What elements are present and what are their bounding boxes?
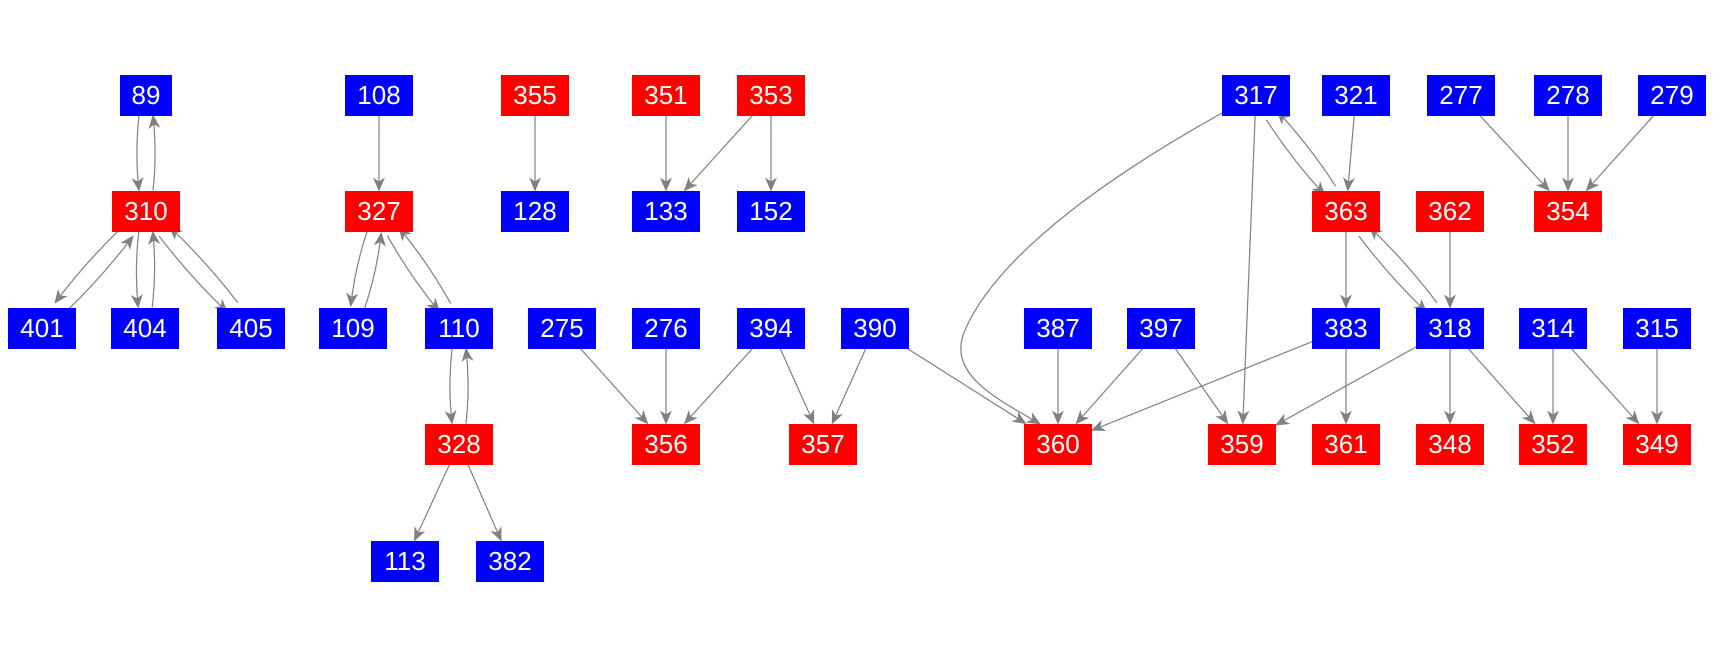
edge-279-to-354 [1585,115,1655,192]
edge-353-to-133 [683,115,753,192]
edge-310-to-89 [148,114,161,191]
node-351[interactable]: 351 [632,74,700,116]
node-152[interactable]: 152 [737,190,805,232]
node-353[interactable]: 353 [737,74,805,116]
edge-328-to-382 [467,464,502,542]
node-310[interactable]: 310 [112,190,180,232]
edge-318-to-352 [1467,348,1536,425]
node-363[interactable]: 363 [1312,190,1380,232]
node-315[interactable]: 315 [1623,307,1691,349]
edge-109-to-327 [363,232,386,310]
edge-314-to-349 [1570,348,1640,425]
node-276[interactable]: 276 [632,307,700,349]
node-109[interactable]: 109 [319,307,387,349]
node-356[interactable]: 356 [632,423,700,465]
edge-110-to-328 [444,348,457,425]
node-382[interactable]: 382 [476,540,544,582]
node-390[interactable]: 390 [841,307,909,349]
node-397[interactable]: 397 [1127,307,1195,349]
edge-397-to-360 [1075,348,1144,425]
edge-275-to-356 [579,348,649,425]
edge-310-to-405 [158,235,229,313]
edge-310-to-404 [130,231,143,309]
edge-405-to-310 [168,226,239,304]
node-133[interactable]: 133 [632,190,700,232]
node-359[interactable]: 359 [1208,423,1276,465]
edge-390-to-357 [831,348,867,425]
edge-310-to-401 [54,226,123,304]
edge-404-to-310 [148,230,161,308]
edge-390-to-360 [907,347,1027,425]
edge-363-to-318 [1358,235,1428,313]
node-404[interactable]: 404 [111,307,179,349]
edge-327-to-109 [346,229,369,307]
edge-277-to-354 [1479,115,1550,192]
edge-89-to-310 [131,115,144,192]
node-110[interactable]: 110 [425,307,493,349]
node-327[interactable]: 327 [345,190,413,232]
edge-318-to-363 [1368,226,1438,304]
node-362[interactable]: 362 [1416,190,1484,232]
node-357[interactable]: 357 [789,423,857,465]
node-348[interactable]: 348 [1416,423,1484,465]
node-360[interactable]: 360 [1024,423,1092,465]
edge-317-to-360 [960,112,1223,425]
edge-328-to-113 [413,464,451,542]
edge-321-to-363 [1342,115,1355,192]
node-328[interactable]: 328 [425,423,493,465]
node-355[interactable]: 355 [501,74,569,116]
node-318[interactable]: 318 [1416,307,1484,349]
edge-110-to-327 [398,226,452,304]
node-113[interactable]: 113 [371,540,439,582]
edge-328-to-110 [461,347,474,424]
node-275[interactable]: 275 [528,307,596,349]
node-349[interactable]: 349 [1623,423,1691,465]
node-383[interactable]: 383 [1312,307,1380,349]
node-89[interactable]: 89 [120,74,172,116]
node-405[interactable]: 405 [217,307,285,349]
edge-317-to-359 [1237,115,1256,425]
node-128[interactable]: 128 [501,190,569,232]
edge-394-to-356 [683,348,753,425]
node-352[interactable]: 352 [1519,423,1587,465]
edge-318-to-359 [1275,346,1417,426]
node-394[interactable]: 394 [737,307,805,349]
node-108[interactable]: 108 [345,74,413,116]
edge-394-to-357 [779,348,815,425]
edge-317-to-363 [1265,119,1326,196]
node-387[interactable]: 387 [1024,307,1092,349]
node-277[interactable]: 277 [1427,74,1495,116]
node-354[interactable]: 354 [1534,190,1602,232]
node-321[interactable]: 321 [1322,74,1390,116]
node-279[interactable]: 279 [1638,74,1706,116]
node-361[interactable]: 361 [1312,423,1380,465]
edge-363-to-317 [1276,110,1337,187]
edge-327-to-110 [386,235,440,313]
node-278[interactable]: 278 [1534,74,1602,116]
node-317[interactable]: 317 [1222,74,1290,116]
edge-401-to-310 [65,235,134,313]
edge-383-to-360 [1091,341,1313,432]
node-401[interactable]: 401 [8,307,76,349]
node-314[interactable]: 314 [1519,307,1587,349]
